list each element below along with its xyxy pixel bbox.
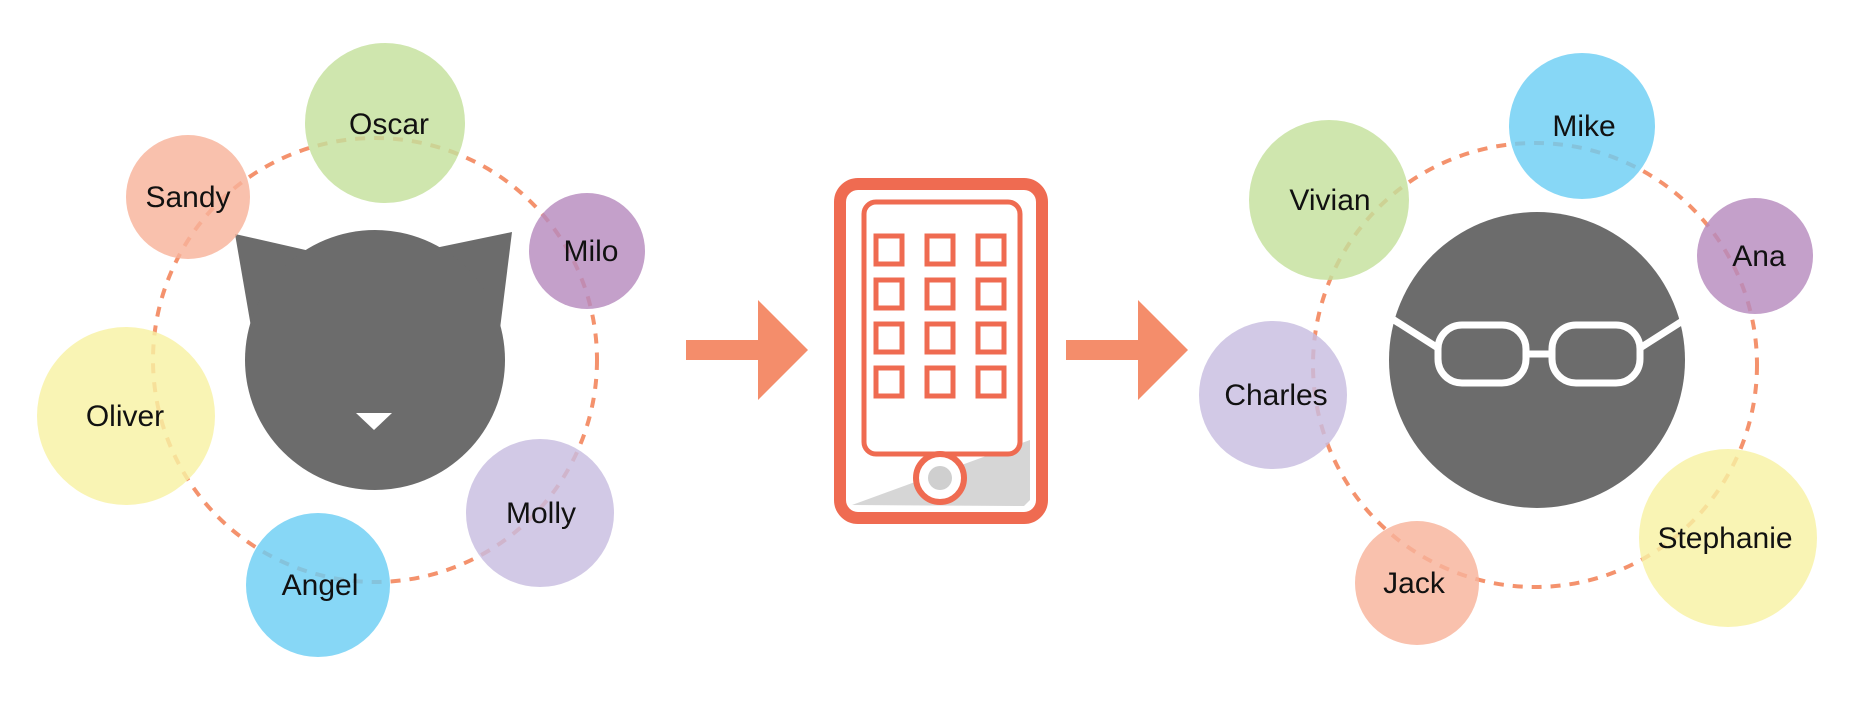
- person-name: Vivian: [1289, 184, 1370, 217]
- person-bubble-stephanie: Stephanie: [1639, 449, 1817, 627]
- person-bubble-sandy: Sandy: [126, 135, 250, 259]
- app-grid-icon: [873, 233, 1007, 399]
- smartphone-icon: [834, 178, 1048, 524]
- arrow-right-icon: [1066, 300, 1188, 400]
- cat-nose: [356, 413, 392, 430]
- person-bubble-oliver: Oliver: [37, 327, 215, 505]
- bubble-circle: [246, 513, 390, 657]
- bubble-circle: [529, 193, 645, 309]
- bubble-circle: [1509, 53, 1655, 199]
- bubble-circle: [1355, 521, 1479, 645]
- person-name: Stephanie: [1657, 522, 1792, 555]
- right-group: Mike Vivian Ana Charles Stephanie Jack: [1199, 53, 1817, 645]
- person-bubble-vivian: Vivian: [1249, 120, 1409, 280]
- person-bubble-mike: Mike: [1509, 53, 1655, 199]
- person-bubble-molly: Molly: [466, 439, 614, 587]
- person-bubble-angel: Angel: [246, 513, 390, 657]
- person-bubble-milo: Milo: [529, 193, 645, 309]
- person-name: Sandy: [145, 181, 230, 214]
- bubble-circle: [466, 439, 614, 587]
- person-name: Oliver: [86, 400, 164, 433]
- person-bubble-oscar: Oscar: [305, 43, 465, 203]
- person-name: Mike: [1552, 110, 1615, 143]
- person-name: Angel: [282, 569, 359, 602]
- bubble-circle: [1697, 198, 1813, 314]
- bubble-circle: [1639, 449, 1817, 627]
- bubble-circle: [1199, 321, 1347, 469]
- person-name: Milo: [563, 235, 618, 268]
- bubble-circle: [126, 135, 250, 259]
- bubble-circle: [37, 327, 215, 505]
- bubble-circle: [305, 43, 465, 203]
- cat-face-icon: [235, 230, 512, 490]
- middle-section: [686, 178, 1188, 524]
- person-name: Molly: [506, 497, 576, 530]
- person-name: Ana: [1732, 240, 1786, 273]
- person-bubble-ana: Ana: [1697, 198, 1813, 314]
- left-group: Oscar Sandy Milo Oliver Molly Angel: [37, 43, 645, 657]
- person-bubble-charles: Charles: [1199, 321, 1347, 469]
- home-button-icon: [913, 451, 967, 505]
- person-name: Oscar: [349, 108, 429, 141]
- person-with-glasses-icon: [1389, 212, 1688, 508]
- person-name: Jack: [1383, 567, 1446, 600]
- arrow-right-icon: [686, 300, 808, 400]
- bubble-circle: [1249, 120, 1409, 280]
- person-bubble-jack: Jack: [1355, 521, 1479, 645]
- person-name: Charles: [1224, 379, 1327, 412]
